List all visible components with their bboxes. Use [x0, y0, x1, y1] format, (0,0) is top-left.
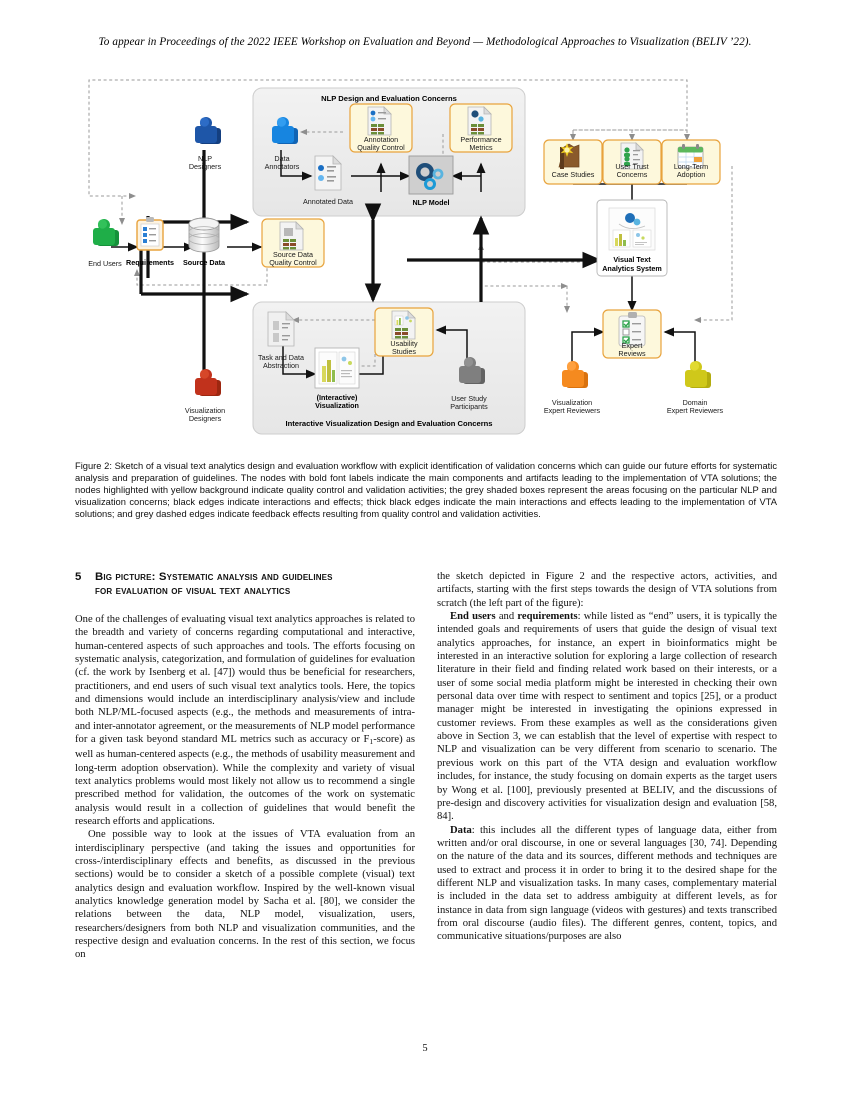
section-number: 5 [75, 571, 82, 583]
node-domain-expert-reviewers: Domain Expert Reviewers [667, 361, 724, 415]
label-annotated-data: Annotated Data [303, 197, 353, 206]
label-interactive-vis-2: Visualization [315, 401, 359, 410]
label-visualization-designers-2: Designers [189, 414, 222, 423]
label-nlp-model: NLP Model [412, 198, 449, 207]
label-user-trust-2: Concerns [617, 170, 648, 179]
label-user-trust-1: User Trust [615, 162, 648, 171]
paragraph-right-1: the sketch depicted in Figure 2 and the … [437, 571, 777, 609]
node-source-data-qc: Source Data Quality Control [261, 218, 325, 268]
node-data-annotators: Data Annotators [265, 117, 300, 171]
paragraph-left-2: One possible way to look at the issues o… [75, 829, 415, 961]
label-source-data-qc-2: Quality Control [269, 258, 317, 267]
label-requirements: Requirements [126, 258, 174, 267]
node-interactive-visualization: (Interactive) Visualization [314, 347, 360, 410]
section-title-line1: Big picture: Systematic analysis and gui… [95, 571, 333, 583]
label-nlp-designers-2: Designers [189, 162, 222, 171]
paragraph-left-1b: -score) as well as human-centered aspect… [75, 733, 416, 827]
label-performance-metrics-2: Metrics [469, 143, 493, 152]
label-vta-system-2: Analytics System [602, 264, 662, 273]
label-case-studies: Case Studies [552, 170, 595, 179]
node-long-term-adoption: Long-Term Adoption [661, 139, 721, 185]
node-performance-metrics: Performance Metrics [449, 103, 513, 153]
node-requirements: Requirements [126, 217, 174, 267]
label-user-study-participants-1: User Study [451, 394, 487, 403]
node-visual-text-analytics-system: Visual Text Analytics System [596, 199, 668, 277]
node-source-data: Source Data [183, 217, 226, 267]
label-annotation-qc-1: Annotation [364, 135, 398, 144]
label-source-data-qc-1: Source Data [273, 250, 313, 259]
label-user-study-participants-2: Participants [450, 402, 488, 411]
node-case-studies: Case Studies [543, 139, 603, 185]
node-annotation-quality-control: Annotation Quality Control [349, 103, 413, 153]
f1-subscript: 1 [369, 736, 374, 746]
lead-conjunction: and [495, 611, 518, 623]
figure-caption: Figure 2: Sketch of a visual text analyt… [75, 461, 777, 520]
label-data-annotators-1: Data [274, 154, 289, 163]
label-performance-metrics-1: Performance [460, 135, 501, 144]
label-vta-system-1: Visual Text [613, 255, 651, 264]
node-user-trust-concerns: User Trust Concerns [602, 139, 662, 185]
label-data-annotators-2: Annotators [265, 162, 300, 171]
lead-data: Data [450, 824, 472, 836]
label-usability-studies-1: Usability [390, 339, 418, 348]
page-number: 5 [422, 1043, 428, 1054]
column-right: the sketch depicted in Figure 2 and the … [437, 570, 777, 944]
label-source-data: Source Data [183, 258, 226, 267]
figure-2: NLP Design and Evaluation Concerns Inter… [75, 74, 775, 446]
paragraph-right-3: Data: this includes all the different ty… [437, 824, 777, 944]
paragraph-right-2: End users and requirements: while listed… [437, 610, 777, 824]
node-nlp-designers: NLP Designers [189, 117, 222, 171]
label-task-abstraction-2: Abstraction [263, 361, 299, 370]
label-usability-studies-2: Studies [392, 347, 416, 356]
label-domain-expert-reviewers-2: Expert Reviewers [667, 406, 724, 415]
label-visualization-designers-1: Visualization [185, 406, 225, 415]
paragraph-right-3-body: : this includes all the different types … [437, 824, 777, 943]
node-visualization-designers: Visualization Designers [185, 369, 225, 423]
node-user-study-participants: User Study Participants [450, 357, 488, 411]
node-task-and-data-abstraction: Task and Data Abstraction [258, 311, 304, 370]
region-title-vis: Interactive Visualization Design and Eva… [285, 419, 492, 428]
node-nlp-model: NLP Model [408, 155, 454, 207]
region-title-nlp: NLP Design and Evaluation Concerns [321, 94, 457, 103]
label-domain-expert-reviewers-1: Domain [683, 398, 708, 407]
label-interactive-vis-1: (Interactive) [317, 393, 358, 402]
region-vis-concerns: Interactive Visualization Design and Eva… [252, 301, 526, 435]
label-end-users: End Users [88, 259, 122, 268]
paragraph-left-1a: One of the challenges of evaluating visu… [75, 613, 415, 745]
label-long-term-2: Adoption [677, 170, 705, 179]
column-left: 5 Big picture: Systematic analysis and gu… [75, 570, 415, 962]
label-vis-expert-reviewers-1: Visualization [552, 398, 592, 407]
lead-end-users: End users [450, 611, 496, 623]
paragraph-right-2-body: : while listed as “end” users, it is typ… [437, 611, 777, 823]
paragraph-left-1: One of the challenges of evaluating visu… [75, 613, 415, 828]
node-expert-reviews: Expert Reviews [602, 309, 662, 359]
label-long-term-1: Long-Term [674, 162, 708, 171]
label-nlp-designers-1: NLP [198, 154, 212, 163]
node-annotated-data: Annotated Data [303, 155, 353, 206]
label-task-abstraction-1: Task and Data [258, 353, 304, 362]
label-annotation-qc-2: Quality Control [357, 143, 405, 152]
label-expert-reviews-2: Reviews [618, 349, 646, 358]
node-end-users: End Users [88, 219, 122, 268]
node-usability-studies: Usability Studies [374, 307, 434, 357]
label-expert-reviews-1: Expert [622, 341, 643, 350]
running-head: To appear in Proceedings of the 2022 IEE… [98, 36, 752, 48]
node-visualization-expert-reviewers: Visualization Expert Reviewers [544, 361, 601, 415]
section-title-line2: for evaluation of visual text analytics [95, 585, 291, 598]
label-vis-expert-reviewers-2: Expert Reviewers [544, 406, 601, 415]
lead-requirements: requirements [517, 611, 578, 623]
section-heading: 5 Big picture: Systematic analysis and gu… [75, 570, 415, 599]
workflow-diagram: NLP Design and Evaluation Concerns Inter… [75, 74, 775, 446]
